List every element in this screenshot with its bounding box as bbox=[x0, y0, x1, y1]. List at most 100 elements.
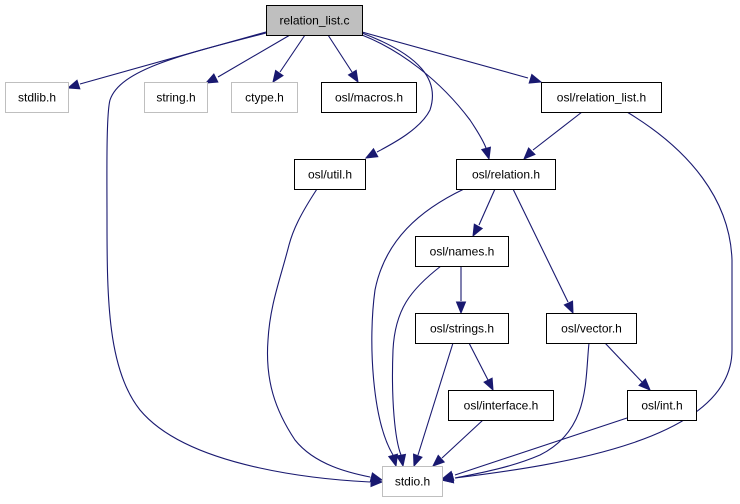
edge-line bbox=[604, 342, 643, 383]
edge-relation_list_c-to-ctype_h bbox=[272, 34, 306, 84]
node-box[interactable] bbox=[448, 390, 554, 421]
edge-osl_strings_h-to-stdio_h bbox=[413, 342, 454, 468]
edge-line bbox=[106, 32, 371, 483]
edge-osl_names_h-to-stdio_h bbox=[391, 265, 442, 468]
node-label: osl/util.h bbox=[308, 168, 352, 182]
edge-relation_list_c-to-string_h bbox=[204, 34, 291, 84]
edge-osl_relation_h-to-stdio_h bbox=[371, 188, 465, 468]
node-box[interactable] bbox=[231, 82, 298, 113]
arrowhead-icon bbox=[480, 146, 492, 161]
edge-line bbox=[441, 419, 484, 459]
edges-layer bbox=[66, 31, 733, 488]
node-label: osl/macros.h bbox=[335, 91, 403, 105]
node-box[interactable] bbox=[144, 82, 208, 113]
arrowhead-icon bbox=[204, 73, 219, 84]
arrowhead-icon bbox=[472, 223, 484, 238]
arrowhead-icon bbox=[638, 378, 651, 391]
node-box[interactable] bbox=[546, 313, 637, 344]
arrowhead-icon bbox=[66, 79, 81, 90]
node-osl-vector-h[interactable]: osl/vector.h bbox=[546, 313, 637, 344]
edge-osl_names_h-to-osl_strings_h bbox=[455, 266, 467, 315]
node-ctype-h[interactable]: ctype.h bbox=[231, 82, 298, 113]
node-osl-macros-h[interactable]: osl/macros.h bbox=[321, 82, 417, 113]
arrowhead-icon bbox=[387, 453, 399, 468]
node-label: osl/strings.h bbox=[430, 322, 494, 336]
node-box[interactable] bbox=[294, 159, 366, 190]
arrowhead-icon bbox=[347, 69, 359, 84]
edge-relation_list_c-to-osl_relation_h bbox=[361, 34, 492, 161]
node-box[interactable] bbox=[382, 466, 443, 497]
node-relation-list-c[interactable]: relation_list.c bbox=[266, 5, 363, 36]
node-osl-strings-h[interactable]: osl/strings.h bbox=[415, 313, 509, 344]
arrowhead-icon bbox=[364, 147, 379, 159]
edge-line bbox=[361, 34, 487, 149]
node-box[interactable] bbox=[541, 82, 662, 113]
node-osl-relation-h[interactable]: osl/relation.h bbox=[456, 159, 556, 190]
arrowhead-icon bbox=[563, 300, 574, 315]
arrowhead-icon bbox=[483, 377, 494, 392]
node-osl-relation-list-h[interactable]: osl/relation_list.h bbox=[541, 82, 662, 113]
arrowhead-icon bbox=[413, 453, 423, 468]
node-string-h[interactable]: string.h bbox=[144, 82, 208, 113]
edge-line bbox=[454, 417, 628, 476]
node-box[interactable] bbox=[627, 390, 697, 421]
node-label: relation_list.c bbox=[279, 14, 349, 28]
edge-osl_relation_list_h-to-osl_relation_h bbox=[523, 111, 583, 160]
node-osl-util-h[interactable]: osl/util.h bbox=[294, 159, 366, 190]
arrowhead-icon bbox=[432, 454, 446, 467]
node-box[interactable] bbox=[415, 313, 509, 344]
node-label: string.h bbox=[156, 91, 195, 105]
edge-line bbox=[532, 111, 583, 151]
arrowhead-icon bbox=[528, 73, 543, 84]
node-stdio-h[interactable]: stdio.h bbox=[382, 466, 443, 497]
nodes-layer: relation_list.c stdlib.h string.h ctype.h os… bbox=[5, 5, 697, 497]
node-box[interactable] bbox=[456, 159, 556, 190]
edge-line bbox=[478, 188, 496, 226]
edge-osl_util_h-to-stdio_h bbox=[266, 188, 384, 483]
arrowhead-icon bbox=[272, 69, 284, 84]
arrowhead-icon bbox=[395, 453, 407, 468]
node-box[interactable] bbox=[415, 236, 509, 267]
edge-line bbox=[417, 342, 454, 456]
edge-osl_relation_h-to-osl_names_h bbox=[472, 188, 496, 238]
edge-line bbox=[327, 34, 353, 73]
node-osl-names-h[interactable]: osl/names.h bbox=[415, 236, 509, 267]
node-osl-int-h[interactable]: osl/int.h bbox=[627, 390, 697, 421]
node-box[interactable] bbox=[5, 82, 69, 113]
edge-relation_list_c-to-osl_util_h bbox=[361, 32, 434, 159]
node-box[interactable] bbox=[266, 5, 363, 36]
edge-line bbox=[361, 31, 529, 79]
node-label: stdlib.h bbox=[18, 91, 56, 105]
edge-osl_interface_h-to-stdio_h bbox=[432, 419, 484, 467]
node-label: osl/vector.h bbox=[561, 322, 622, 336]
node-stdlib-h[interactable]: stdlib.h bbox=[5, 82, 69, 113]
node-osl-interface-h[interactable]: osl/interface.h bbox=[448, 390, 554, 421]
node-label: osl/relation.h bbox=[472, 168, 540, 182]
node-label: osl/int.h bbox=[641, 399, 682, 413]
arrowhead-icon bbox=[455, 301, 467, 315]
edge-osl_strings_h-to-osl_interface_h bbox=[468, 342, 494, 392]
edge-osl_int_h-to-stdio_h bbox=[440, 417, 628, 481]
arrowhead-icon bbox=[523, 147, 536, 160]
edge-relation_list_c-to-osl_relation_list_h bbox=[361, 31, 543, 84]
node-label: osl/interface.h bbox=[464, 399, 539, 413]
edge-line bbox=[217, 34, 291, 78]
edge-relation_list_c-to-osl_macros_h bbox=[327, 34, 359, 84]
edge-line bbox=[391, 265, 442, 456]
node-label: stdio.h bbox=[395, 475, 430, 489]
edge-osl_vector_h-to-osl_int_h bbox=[604, 342, 651, 391]
edge-osl_relation_h-to-osl_vector_h bbox=[512, 188, 574, 315]
edge-line bbox=[454, 111, 733, 479]
arrowhead-icon bbox=[440, 470, 455, 481]
edge-line bbox=[361, 32, 434, 153]
edge-line bbox=[266, 188, 371, 478]
node-box[interactable] bbox=[321, 82, 417, 113]
arrowhead-icon bbox=[369, 472, 384, 483]
node-label: osl/names.h bbox=[430, 245, 495, 259]
node-label: ctype.h bbox=[245, 91, 284, 105]
edge-line bbox=[468, 342, 489, 381]
edge-line bbox=[371, 188, 465, 456]
edge-line bbox=[279, 34, 306, 73]
edge-line bbox=[454, 342, 590, 479]
